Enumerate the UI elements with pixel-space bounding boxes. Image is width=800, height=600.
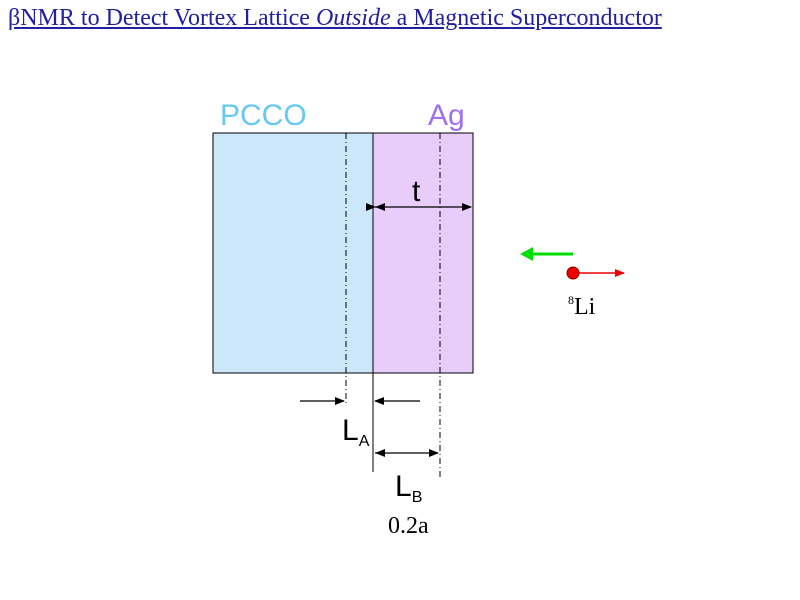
ag-label: Ag	[428, 99, 465, 132]
li8-label: 8Li	[568, 293, 596, 320]
lb-arrow-left-head	[375, 449, 385, 457]
li8-particle	[566, 266, 580, 280]
ag-region	[372, 132, 474, 374]
la-label: LA	[342, 414, 370, 450]
lb-label: LB	[395, 470, 423, 506]
pcco-label: PCCO	[220, 99, 307, 132]
t-label: t	[412, 175, 421, 208]
t-arrow-left-head	[375, 203, 385, 211]
page-title: βNMR to Detect Vortex Lattice Outside a …	[8, 5, 662, 31]
green-arrow-head	[520, 247, 533, 261]
lb-value-label: 0.2a	[388, 513, 429, 539]
pcco-region	[212, 132, 374, 374]
